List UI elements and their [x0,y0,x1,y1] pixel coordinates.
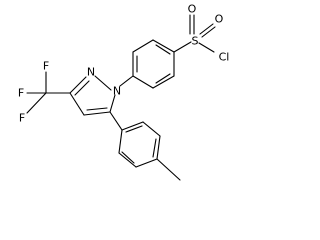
sulfur-atom-label: S [192,35,199,48]
fluorine-atom-label: F [43,60,49,73]
bond [118,152,137,168]
bond [69,92,85,116]
oxygen-atom-label: O [215,13,224,26]
bond [109,111,123,131]
bond [198,42,215,53]
bond [173,41,192,53]
bond [156,135,161,160]
double-bond-inner [86,107,108,111]
oxygen-atom-label: O [188,3,197,16]
bond [132,75,154,89]
double-bond-inner [155,73,171,84]
bond [132,39,154,53]
chemical-structure-diagram: S O O Cl N N F F F [18,3,230,181]
bond [152,75,175,89]
sulfonyl-chloride-group [173,14,216,53]
nitrogen-atom-label: N [113,85,121,98]
bond [152,39,175,53]
trifluoromethyl-group [26,71,71,114]
double-bond-inner [125,125,143,133]
chlorine-atom-label: Cl [219,51,230,64]
double-bond-inner [155,44,171,55]
bond [94,75,112,91]
bond [119,75,134,87]
fluorine-atom-label: F [19,112,25,125]
double-bond-inner [74,80,90,96]
benzenesulfonyl-ring [132,39,175,89]
bond [69,76,87,94]
double-bond-inner [152,138,157,158]
pyrazole-ring [69,75,116,116]
bond [121,121,144,131]
tolyl-ring [118,121,181,181]
methyl-bond [156,158,181,181]
nitrogen-atom-label: N [87,66,95,79]
bond [199,23,214,35]
fluorine-atom-label: F [18,87,24,100]
bond [109,94,116,113]
structure-canvas: S O O Cl N N F F F [17,2,230,181]
bond [118,129,123,154]
bond [83,111,111,116]
double-bond-inner [121,151,135,164]
bond [26,92,47,114]
bond [135,158,158,168]
bond [142,121,161,137]
bond [201,26,216,38]
